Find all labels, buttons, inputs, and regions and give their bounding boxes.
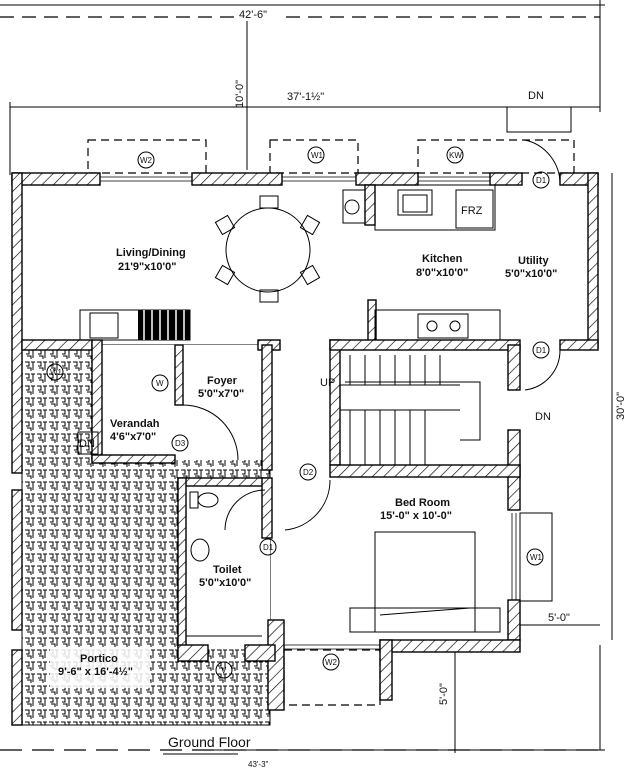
svg-text:D2: D2	[303, 468, 314, 477]
setback-dimension: 10'-0"	[234, 21, 248, 170]
bed	[349, 531, 501, 633]
svg-text:4'6"x7'0": 4'6"x7'0"	[110, 431, 156, 443]
svg-text:Toilet: Toilet	[213, 564, 242, 576]
svg-text:Foyer: Foyer	[207, 375, 238, 387]
drawing-title: Ground Floor	[168, 734, 251, 750]
dim-right-offset: 5'-0"	[548, 612, 570, 624]
svg-text:21'9"x10'0": 21'9"x10'0"	[118, 261, 177, 273]
svg-text:Verandah: Verandah	[110, 418, 160, 430]
width-dimension: 37'-1½" DN	[9, 90, 600, 175]
dn-label-verandah: DN	[79, 438, 95, 450]
room-verandah: Verandah 4'6"x7'0"	[110, 418, 160, 443]
tag-w: W	[151, 374, 169, 392]
room-living: Living/Dining 21'9"x10'0"	[116, 247, 186, 273]
svg-text:5'0"x10'0": 5'0"x10'0"	[199, 577, 251, 589]
room-kitchen: Kitchen 8'0"x10'0"	[416, 253, 468, 279]
tag-v: V	[215, 661, 233, 679]
svg-text:W1: W1	[530, 553, 543, 562]
room-foyer: Foyer 5'0"x7'0"	[198, 375, 244, 400]
tv-unit	[79, 309, 191, 341]
dn-label-utility: DN	[535, 411, 551, 423]
svg-text:Portico: Portico	[80, 653, 118, 665]
dim-house-width: 37'-1½"	[287, 91, 324, 103]
dim-top-overall: 42'-6"	[239, 9, 267, 21]
dim-house-depth: 30'-0"	[615, 392, 627, 420]
svg-text:Kitchen: Kitchen	[422, 253, 463, 265]
svg-text:5'0"x7'0": 5'0"x7'0"	[198, 388, 244, 400]
tag-d1-utility-bottom: D1	[532, 341, 550, 359]
svg-text:Utility: Utility	[518, 255, 549, 267]
tag-w1-portico: W1	[46, 363, 64, 381]
tag-w1-top: W1	[307, 146, 325, 164]
svg-text:9'-6" x 16'-4½": 9'-6" x 16'-4½"	[58, 666, 133, 678]
dn-label-top: DN	[528, 90, 544, 102]
room-toilet: Toilet 5'0"x10'0"	[199, 564, 251, 589]
tag-d3: D3	[171, 434, 189, 452]
fridge-label: FRZ	[461, 205, 483, 217]
svg-text:Bed Room: Bed Room	[395, 497, 450, 509]
svg-text:5'0"x10'0": 5'0"x10'0"	[505, 268, 557, 280]
svg-text:15'-0" x 10'-0": 15'-0" x 10'-0"	[380, 510, 452, 522]
svg-text:KW: KW	[449, 151, 462, 160]
room-bedroom: Bed Room 15'-0" x 10'-0"	[380, 497, 452, 522]
svg-text:W1: W1	[50, 368, 63, 377]
tag-kw: KW	[446, 146, 464, 164]
svg-text:W1: W1	[311, 151, 324, 160]
room-utility: Utility 5'0"x10'0"	[505, 255, 557, 280]
svg-text:W2: W2	[140, 156, 153, 165]
dim-bottom-setback: 5'-0"	[438, 683, 450, 705]
svg-text:D1: D1	[536, 346, 547, 355]
tag-d1-utility-top: D1	[532, 171, 550, 189]
tag-w2-top: W2	[137, 151, 155, 169]
windows	[100, 176, 553, 706]
staircase: UP	[320, 355, 481, 465]
svg-text:V: V	[221, 666, 227, 675]
toilet-fixtures	[186, 491, 262, 637]
doors	[182, 139, 561, 531]
svg-text:D1: D1	[536, 176, 547, 185]
svg-text:8'0"x10'0": 8'0"x10'0"	[416, 267, 468, 279]
svg-text:D1: D1	[263, 543, 274, 552]
svg-text:W: W	[156, 379, 164, 388]
dim-bottom-overall: 43'-3"	[248, 760, 269, 768]
dining-table	[214, 195, 321, 303]
room-portico: Portico 9'-6" x 16'-4½"	[58, 653, 133, 678]
dim-setback-top: 10'-0"	[234, 80, 246, 108]
wash-basin	[342, 189, 366, 224]
kitchen-counter: FRZ	[374, 184, 501, 341]
tag-d1-toilet: D1	[259, 538, 277, 556]
tag-w1-bedroom: W1	[526, 548, 544, 566]
svg-text:D3: D3	[175, 439, 186, 448]
right-dimensions: 30'-0" 5'-0" 5'-0" DN DN	[0, 173, 627, 753]
top-overall-dimension: 42'-6"	[0, 0, 605, 112]
up-label: UP	[320, 377, 335, 389]
tag-d2: D2	[299, 463, 317, 481]
opening-tags: W2 W1 KW D1 D1 W1 W D3 D2 D1 W1 W2 V	[46, 146, 550, 679]
svg-text:Living/Dining: Living/Dining	[116, 247, 186, 259]
svg-text:W2: W2	[325, 658, 338, 667]
tag-w2-bottom: W2	[322, 653, 340, 671]
